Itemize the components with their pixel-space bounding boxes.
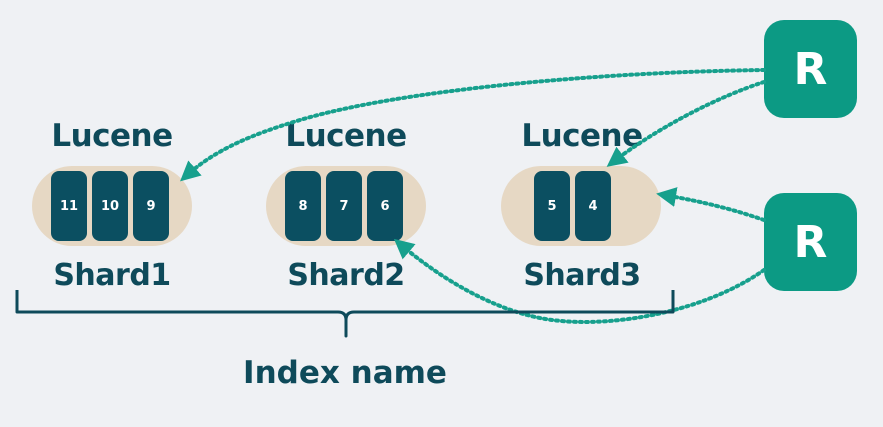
segment-10: 10 [92, 171, 128, 241]
shard3-capsule: 5 4 [501, 166, 661, 246]
arrow-bottom-to-shard2 [393, 238, 766, 324]
segment-7: 7 [326, 171, 362, 241]
segment-6: 6 [367, 171, 403, 241]
index-brace [15, 290, 675, 338]
segment-8: 8 [285, 171, 321, 241]
segment-4: 4 [575, 171, 611, 241]
segment-9: 9 [133, 171, 169, 241]
replica-r-bottom: R [764, 193, 857, 291]
shard1-lucene-label: Lucene [51, 118, 173, 154]
arrow-top-to-shard1 [180, 68, 766, 182]
index-name-label: Index name [243, 355, 447, 391]
arrow-bottom-to-shard3 [656, 187, 766, 222]
shard3-label: Shard3 [523, 258, 641, 293]
replica-r-top: R [764, 20, 857, 118]
shard2-label: Shard2 [287, 258, 405, 293]
shard2-capsule: 8 7 6 [266, 166, 426, 246]
shard1-capsule: 11 10 9 [32, 166, 192, 246]
segment-5: 5 [534, 171, 570, 241]
segment-11: 11 [51, 171, 87, 241]
shard2-lucene-label: Lucene [285, 118, 407, 154]
arrow-top-to-shard3 [606, 80, 766, 167]
shard1-label: Shard1 [53, 258, 171, 293]
